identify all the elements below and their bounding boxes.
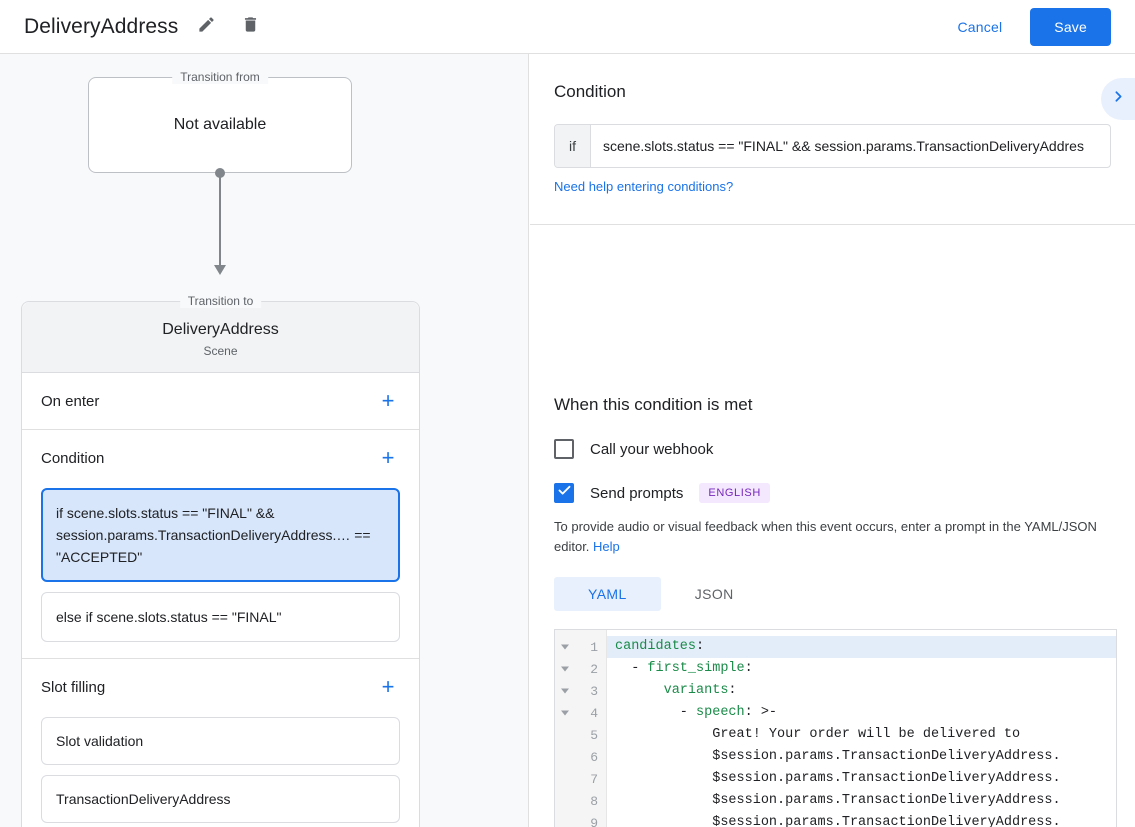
page-title: DeliveryAddress xyxy=(24,14,179,38)
trash-icon xyxy=(241,15,260,39)
gutter-line-number: 8 xyxy=(590,793,598,809)
section-header-on-enter[interactable]: On enter + xyxy=(22,373,419,429)
condition-item-selected[interactable]: if scene.slots.status == "FINAL" && sess… xyxy=(41,488,400,582)
details-pane: Condition if Need help entering conditio… xyxy=(530,54,1135,827)
when-condition-met-section: When this condition is met Call your web… xyxy=(530,367,1135,827)
condition-help-link[interactable]: Need help entering conditions? xyxy=(554,179,734,194)
fold-triangle-icon[interactable] xyxy=(561,644,569,650)
gutter-line-number: 9 xyxy=(590,815,598,827)
transition-connector xyxy=(214,168,226,277)
section-header-slot-filling[interactable]: Slot filling + xyxy=(22,659,419,715)
scene-graph-pane: Transition from Not available Transition… xyxy=(0,54,529,827)
editor-code-area[interactable]: candidates: - first_simple: variants: - … xyxy=(607,630,1116,827)
gutter-line-number: 5 xyxy=(590,727,598,743)
prompts-description: To provide audio or visual feedback when… xyxy=(554,517,1111,557)
fold-triangle-icon[interactable] xyxy=(561,710,569,716)
code-line: - speech: >- xyxy=(615,705,778,720)
condition-if-label: if xyxy=(555,125,591,167)
cancel-button[interactable]: Cancel xyxy=(944,10,1017,44)
editor-gutter: 12345678910 xyxy=(555,630,607,827)
scene-card-header: Transition to DeliveryAddress Scene xyxy=(22,294,419,373)
pencil-icon xyxy=(197,15,216,39)
condition-panel-title: Condition xyxy=(554,82,626,101)
prompts-help-link[interactable]: Help xyxy=(593,539,620,554)
code-line: - first_simple: xyxy=(615,661,753,676)
gutter-line-number: 4 xyxy=(555,702,606,724)
condition-section: Condition if Need help entering conditio… xyxy=(530,54,1135,196)
fold-triangle-icon[interactable] xyxy=(561,666,569,672)
section-header-condition[interactable]: Condition + xyxy=(22,430,419,486)
code-line: $session.params.TransactionDeliveryAddre… xyxy=(615,815,1061,827)
section-condition: Condition + if scene.slots.status == "FI… xyxy=(22,430,419,659)
call-webhook-checkbox[interactable] xyxy=(554,439,574,459)
slot-item-transaction-delivery-address[interactable]: TransactionDeliveryAddress xyxy=(41,775,400,823)
language-badge: ENGLISH xyxy=(699,483,770,503)
scene-name: DeliveryAddress xyxy=(162,321,279,338)
slot-list: Slot validation TransactionDeliveryAddre… xyxy=(22,715,419,827)
gutter-line-number: 7 xyxy=(590,771,598,787)
section-slot-filling: Slot filling + Slot validation Transacti… xyxy=(22,659,419,827)
transition-from-legend: Transition from xyxy=(172,70,268,84)
send-prompts-checkbox[interactable] xyxy=(554,483,574,503)
section-title-on-enter: On enter xyxy=(41,392,100,410)
connector-arrow-icon xyxy=(214,265,226,275)
expand-panel-button[interactable] xyxy=(1101,78,1135,120)
delete-button[interactable] xyxy=(234,11,266,43)
transition-from-box: Transition from Not available xyxy=(88,70,352,173)
editor-format-tabs: YAML JSON xyxy=(554,577,1111,611)
condition-item[interactable]: else if scene.slots.status == "FINAL" xyxy=(41,592,400,642)
condition-list: if scene.slots.status == "FINAL" && sess… xyxy=(22,486,419,658)
transition-to-card: Transition to DeliveryAddress Scene On e… xyxy=(21,294,420,827)
code-line: candidates: xyxy=(607,636,1116,658)
section-on-enter: On enter + xyxy=(22,373,419,430)
add-condition-button[interactable]: + xyxy=(381,445,395,470)
code-line: Great! Your order will be delivered to xyxy=(615,727,1021,742)
send-prompts-label: Send prompts xyxy=(590,484,684,502)
scene-subtitle: Scene xyxy=(203,344,238,358)
code-line: variants: xyxy=(663,683,737,698)
section-title-slot-filling: Slot filling xyxy=(41,678,106,696)
slot-item-validation[interactable]: Slot validation xyxy=(41,717,400,765)
connector-line xyxy=(219,173,221,269)
code-line: $session.params.TransactionDeliveryAddre… xyxy=(615,771,1061,786)
transition-from-value: Not available xyxy=(173,116,267,133)
call-webhook-label: Call your webhook xyxy=(590,440,714,458)
condition-expression-input[interactable] xyxy=(591,125,1110,167)
gutter-line-number: 1 xyxy=(555,636,606,658)
transition-to-legend: Transition to xyxy=(179,294,262,308)
prompts-description-text: To provide audio or visual feedback when… xyxy=(554,519,1097,554)
save-button[interactable]: Save xyxy=(1030,7,1111,46)
section-title-condition: Condition xyxy=(41,449,105,467)
app-header: DeliveryAddress Cancel Save xyxy=(0,0,1135,54)
code-line: $session.params.TransactionDeliveryAddre… xyxy=(615,793,1061,808)
check-icon xyxy=(557,483,572,503)
when-condition-met-title: When this condition is met xyxy=(554,395,753,414)
gutter-line-number: 2 xyxy=(555,658,606,680)
tab-yaml[interactable]: YAML xyxy=(554,577,661,611)
add-slot-button[interactable]: + xyxy=(381,674,395,699)
fold-triangle-icon[interactable] xyxy=(561,688,569,694)
webhook-row: Call your webhook xyxy=(554,439,1111,459)
gutter-line-number: 3 xyxy=(555,680,606,702)
code-line: $session.params.TransactionDeliveryAddre… xyxy=(615,749,1061,764)
code-editor[interactable]: 12345678910 candidates: - first_simple: … xyxy=(554,629,1117,827)
section-divider xyxy=(530,224,1135,225)
condition-input-row: if xyxy=(554,124,1111,168)
edit-button[interactable] xyxy=(190,11,222,43)
gutter-line-number: 6 xyxy=(590,749,598,765)
add-on-enter-button[interactable]: + xyxy=(381,388,395,413)
send-prompts-row: Send prompts ENGLISH xyxy=(554,483,1111,503)
chevron-right-icon xyxy=(1110,88,1127,110)
tab-json[interactable]: JSON xyxy=(694,586,734,602)
